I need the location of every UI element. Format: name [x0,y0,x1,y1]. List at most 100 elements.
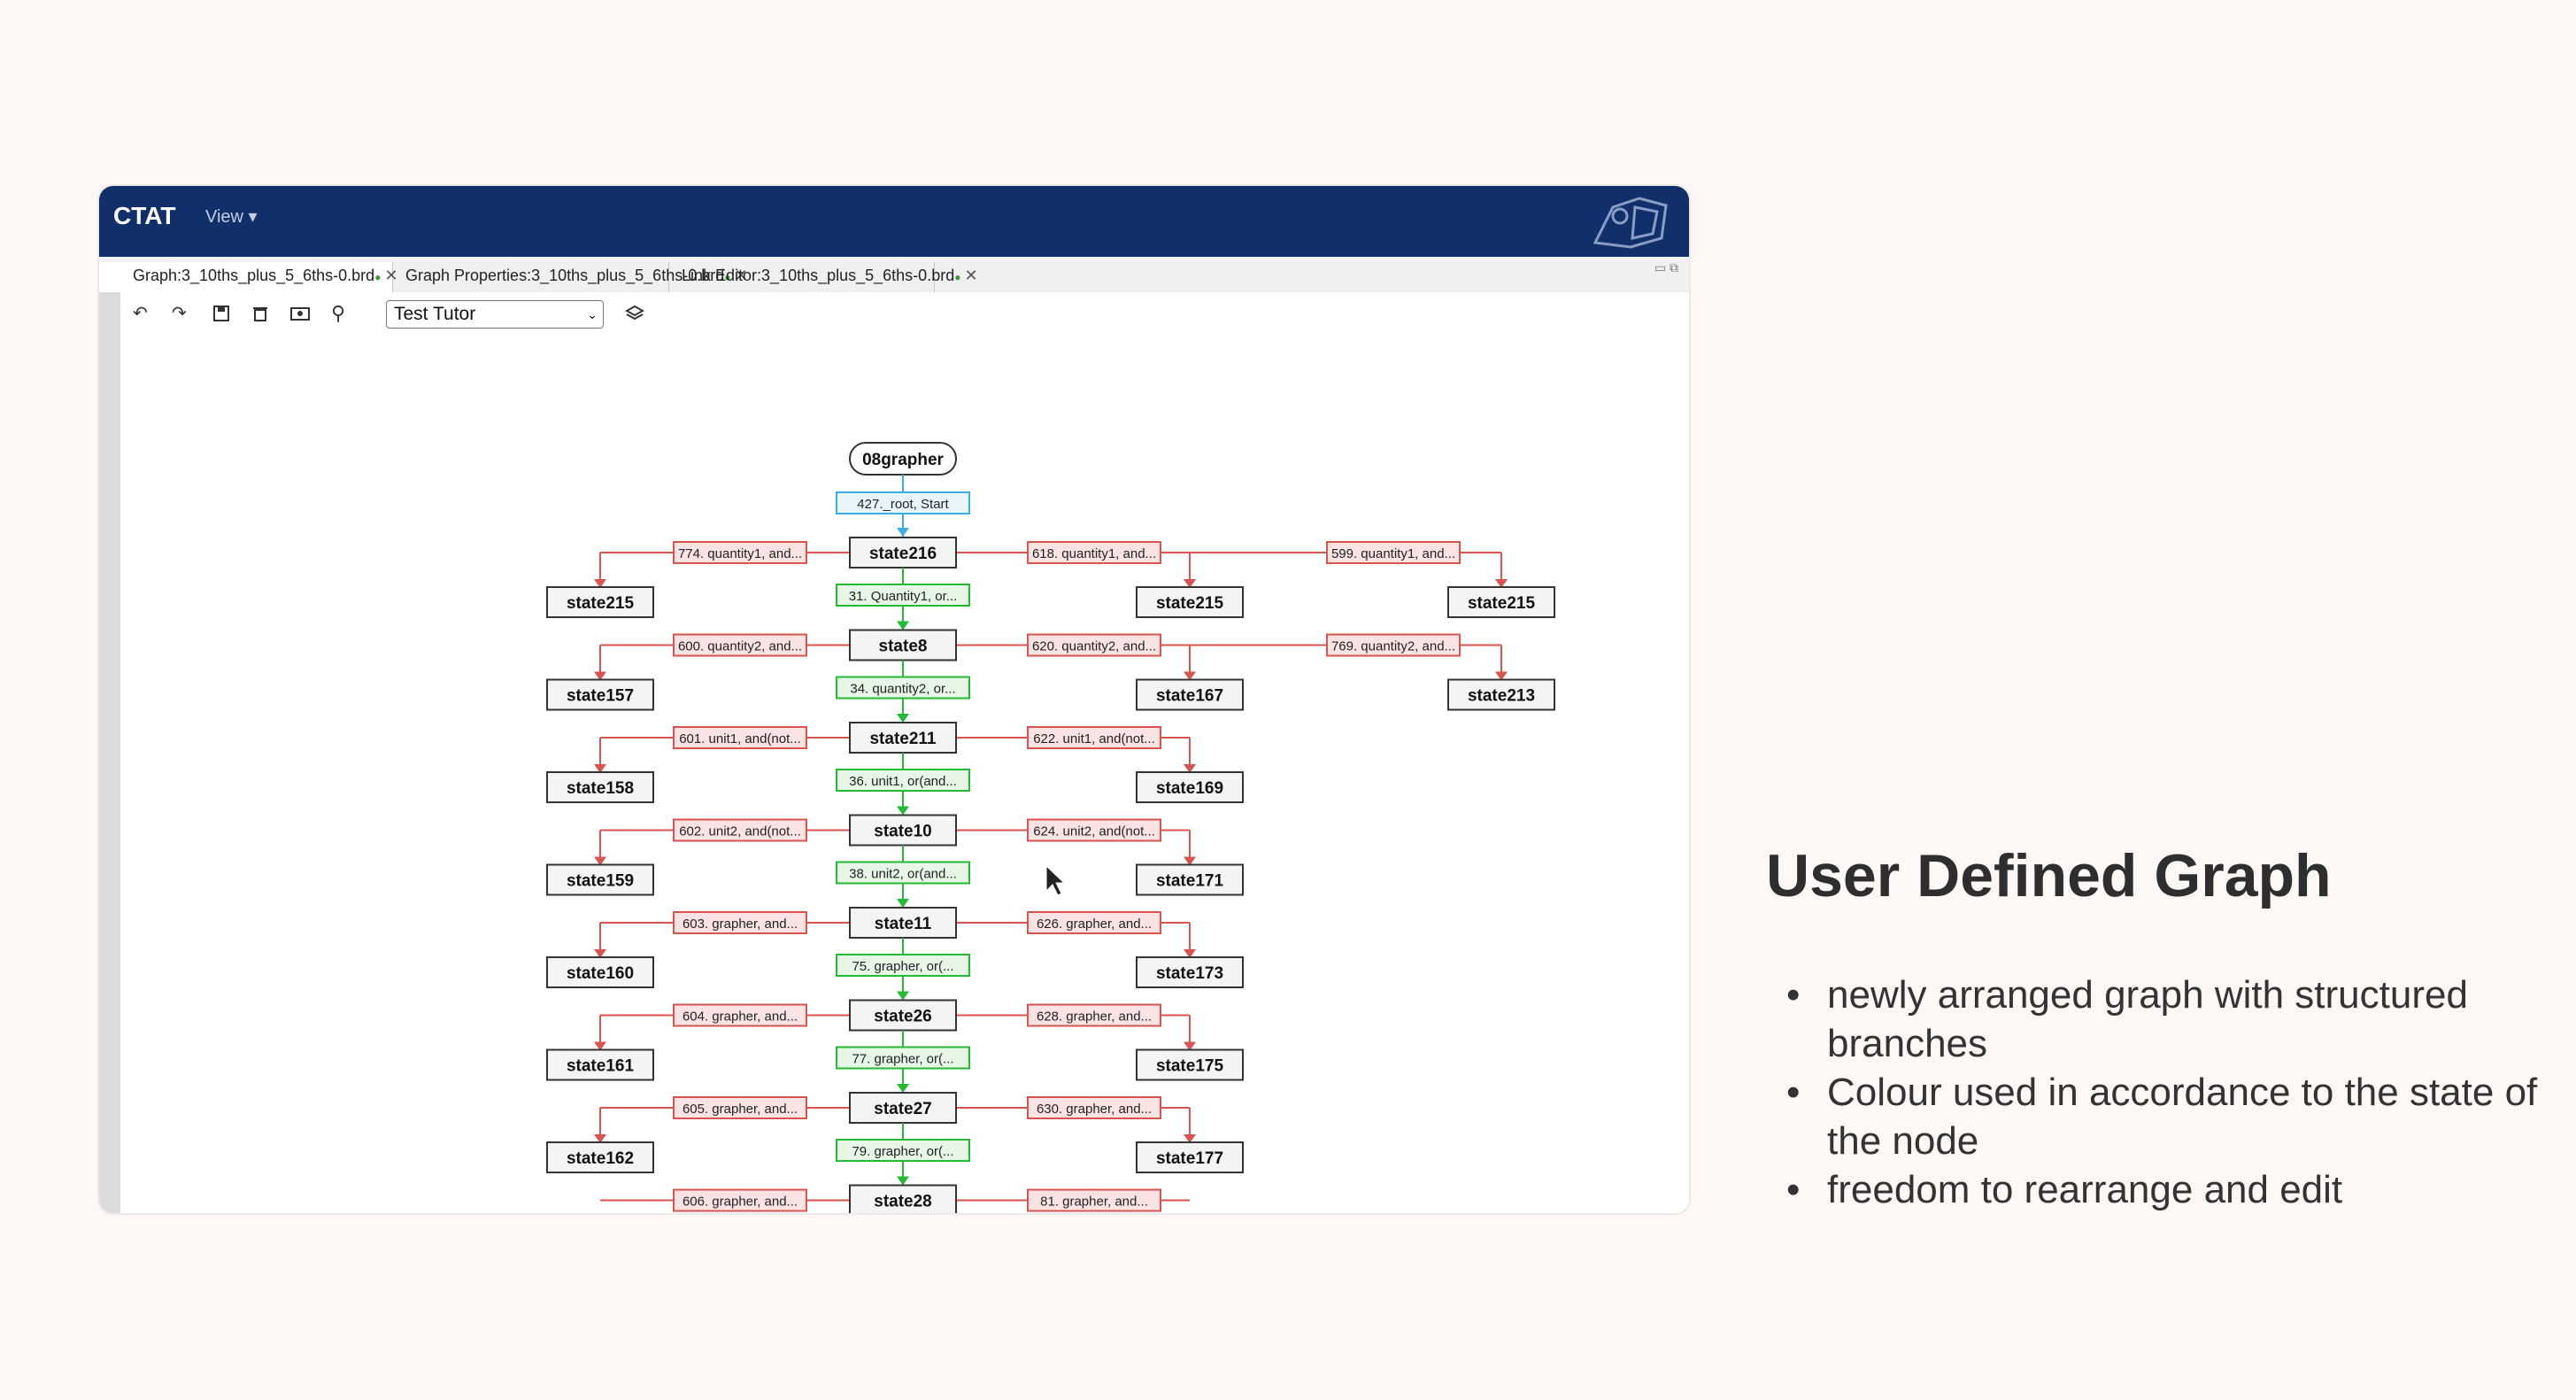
link-label[interactable] [673,818,807,842]
arrow-head[interactable] [897,528,909,537]
link-label[interactable] [1027,1003,1161,1027]
state-node[interactable] [1447,586,1555,618]
state-node[interactable] [849,722,957,754]
link-label-text[interactable]: 620. quantity2, and... [1032,639,1156,654]
arrow-head[interactable] [1184,671,1196,681]
save-icon[interactable] [212,305,230,322]
arrow-head[interactable] [897,899,909,908]
state-node-label[interactable]: state162 [567,1149,634,1168]
arrow-head[interactable] [1184,579,1196,588]
state-node-label[interactable]: state177 [1156,1149,1223,1168]
screenshot-icon[interactable] [290,305,310,322]
root-node-label[interactable]: 08grapher [862,451,944,469]
link-label[interactable] [1027,633,1161,657]
arrow-head[interactable] [594,1041,606,1051]
link-label[interactable] [673,726,807,749]
state-node[interactable] [1136,956,1244,988]
state-node-label[interactable]: state27 [874,1100,932,1118]
link-label-text[interactable]: 77. grapher, or(... [852,1052,953,1067]
link-label-text[interactable]: 626. grapher, and... [1037,917,1152,932]
arrow-head[interactable] [1184,949,1196,958]
arrow-head[interactable] [897,1084,909,1093]
link-label-text[interactable]: 602. unit2, and(not... [679,824,801,839]
state-node[interactable] [546,1048,654,1081]
state-node[interactable] [1136,1048,1244,1081]
arrow-head[interactable] [1495,671,1508,681]
tab-graph-properties[interactable]: Graph Properties:3_10ths_plus_5_6ths-0.b… [393,262,748,292]
link-label[interactable] [673,1003,807,1027]
arrow-head[interactable] [594,764,606,773]
state-node-label[interactable]: state26 [874,1008,932,1026]
arrow-head[interactable] [594,1134,606,1143]
link-label-text[interactable]: 605. grapher, and... [683,1102,798,1117]
link-label[interactable] [836,861,970,885]
close-icon[interactable]: ✕ [734,267,748,284]
arrow-head[interactable] [594,949,606,958]
state-node-label[interactable]: state161 [567,1057,634,1076]
delete-icon[interactable] [251,305,269,322]
link-label[interactable] [673,541,807,564]
link-label-text[interactable]: 36. unit1, or(and... [849,774,957,789]
link-label[interactable] [836,491,970,514]
link-label[interactable] [1027,1188,1161,1212]
link-label[interactable] [673,633,807,657]
state-node[interactable] [546,863,654,896]
link-label[interactable] [1027,1096,1161,1119]
link-label-text[interactable]: 624. unit2, and(not... [1033,824,1155,839]
graph-canvas[interactable]: 08grapher 427._root, Start 774. quantity1,… [120,336,1689,1213]
state-node-label[interactable]: state173 [1156,964,1223,983]
state-node-label[interactable]: state215 [1156,594,1223,613]
state-node-label[interactable]: state10 [874,823,932,841]
link-label[interactable] [836,954,970,977]
arrow-head[interactable] [594,671,606,681]
link-label[interactable] [1027,911,1161,934]
state-node[interactable] [849,629,957,661]
view-menu[interactable]: View ▾ [205,207,258,227]
link-label[interactable] [673,1188,807,1212]
window-controls[interactable]: ▭ ⧉ [1654,260,1678,275]
link-label[interactable] [836,769,970,792]
state-node[interactable] [849,1184,957,1214]
state-node[interactable] [546,586,654,618]
arrow-head[interactable] [1184,764,1196,773]
tab-graph[interactable]: Graph:3_10ths_plus_5_6ths-0.brd●✕ [99,262,398,292]
link-label[interactable] [1027,541,1161,564]
state-node[interactable] [849,1092,957,1124]
tutor-select[interactable]: Test Tutor ⌄ [386,300,604,329]
state-node[interactable] [1447,678,1555,711]
link-label[interactable] [836,676,970,700]
state-node[interactable] [849,537,957,569]
state-node-label[interactable]: state175 [1156,1057,1223,1076]
link-label-text[interactable]: 774. quantity1, and... [678,546,802,561]
link-label[interactable] [1027,818,1161,842]
arrow-head[interactable] [594,579,606,588]
link-label-text[interactable]: 79. grapher, or(... [852,1144,953,1159]
link-label[interactable] [673,1096,807,1119]
arrow-head[interactable] [1184,856,1196,866]
link-label-text[interactable]: 622. unit1, and(not... [1033,731,1155,746]
link-label-text[interactable]: 604. grapher, and... [683,1009,798,1025]
link-label-text[interactable]: 601. unit1, and(not... [679,731,801,746]
state-node[interactable] [1136,586,1244,618]
link-label-text[interactable]: 81. grapher, and... [1040,1195,1148,1210]
arrow-head[interactable] [897,991,909,1001]
state-node[interactable] [1136,1141,1244,1173]
arrow-head[interactable] [1184,1041,1196,1051]
state-node-label[interactable]: state213 [1468,687,1535,706]
state-node-label[interactable]: state215 [1468,594,1535,613]
link-label-text[interactable]: 427._root, Start [857,497,949,512]
state-node-label[interactable]: state28 [874,1193,932,1211]
close-icon[interactable]: ✕ [964,267,978,284]
link-label-text[interactable]: 38. unit2, or(and... [849,867,957,882]
layers-icon[interactable] [625,305,644,324]
state-node[interactable] [546,771,654,803]
behavior-graph[interactable]: 08grapher 427._root, Start 774. quantity1,… [120,336,1689,1213]
link-label-text[interactable]: 31. Quantity1, or... [849,589,958,604]
link-label[interactable] [836,1046,970,1070]
arrow-head[interactable] [897,1176,909,1186]
link-label-text[interactable]: 606. grapher, and... [683,1195,798,1210]
link-label[interactable] [1326,633,1461,657]
state-node-label[interactable]: state159 [567,872,634,891]
link-label-text[interactable]: 603. grapher, and... [683,917,798,932]
state-node[interactable] [1136,863,1244,896]
